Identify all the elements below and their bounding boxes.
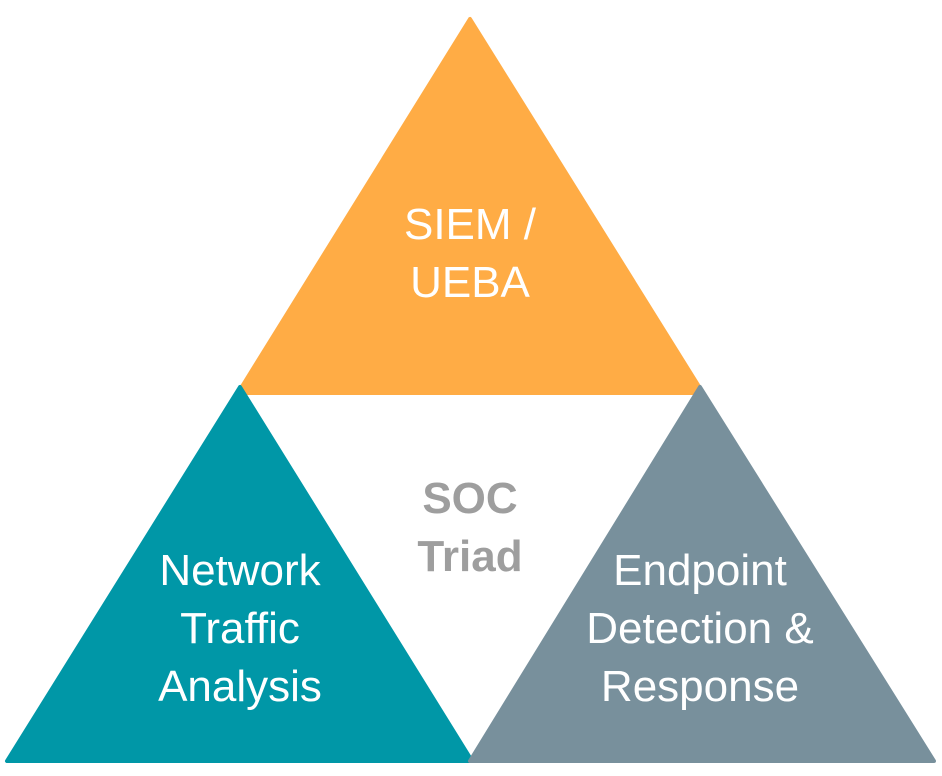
label-line: Endpoint [613,546,787,595]
network-traffic-analysis-triangle [5,385,474,763]
endpoint-detection-response-triangle [468,385,936,763]
label-line: SOC [422,474,518,523]
label-line: Response [600,662,800,711]
label-line: UEBA [410,258,530,307]
label-line: Detection & [586,604,814,653]
label-line: Network [159,546,321,595]
label-line: Traffic [180,604,300,653]
soc-triad-label: SOC Triad [370,470,570,586]
siem-ueba-label: SIEM / UEBA [370,196,570,312]
label-line: Analysis [158,662,322,711]
label-line: Triad [417,532,523,581]
network-traffic-analysis-label: Network Traffic Analysis [120,542,360,716]
endpoint-detection-response-label: Endpoint Detection & Response [560,542,840,716]
label-line: SIEM / [403,200,537,249]
siem-ueba-triangle [236,17,705,395]
